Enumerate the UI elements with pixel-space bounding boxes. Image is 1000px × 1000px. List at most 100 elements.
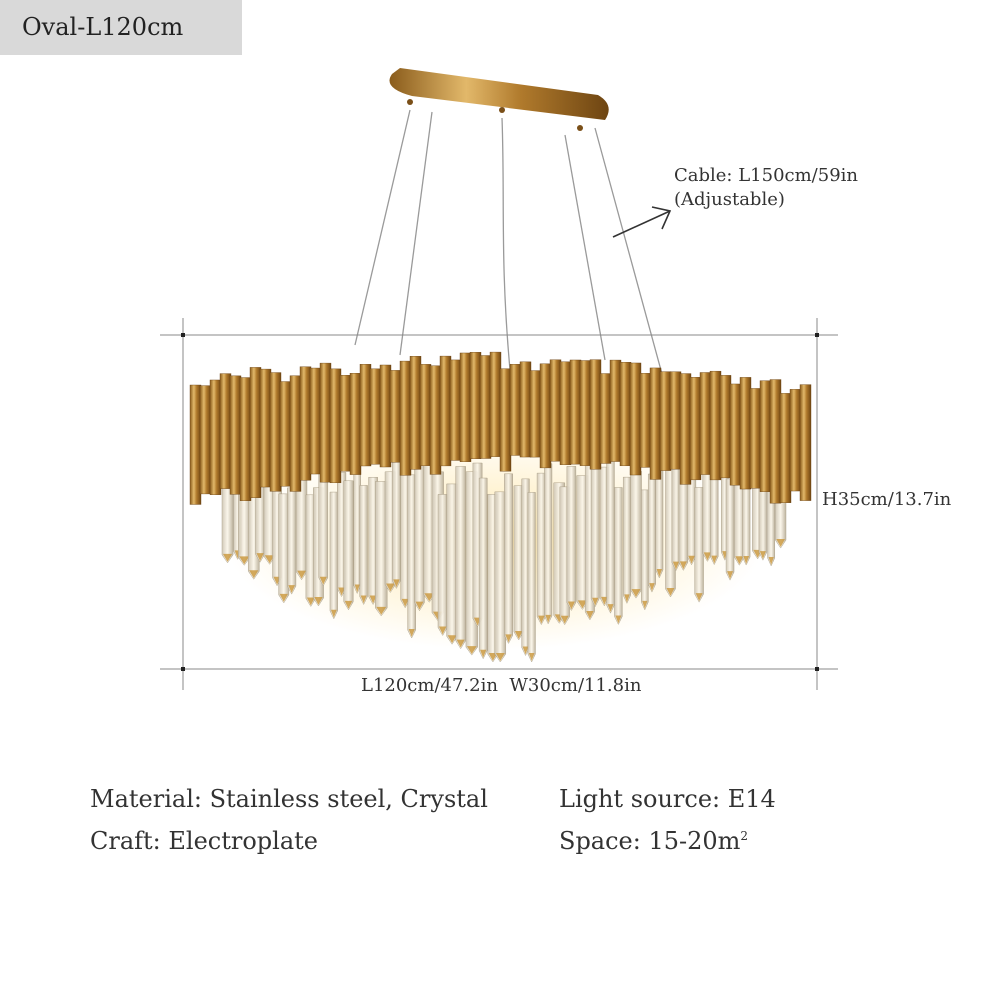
gold-slat	[749, 388, 762, 489]
gold-slat	[399, 360, 412, 476]
crystal-prism	[630, 470, 642, 599]
crystal-tip	[768, 556, 774, 565]
length-width-dimension-label: L120cm/47.2in W30cm/11.8in	[361, 675, 642, 696]
crystal-prism	[414, 454, 425, 612]
cable-length-label: Cable: L150cm/59in	[674, 165, 858, 186]
crystal-prism	[544, 463, 553, 625]
crystal-prism	[647, 473, 656, 593]
gold-slat	[669, 371, 682, 470]
crystal-prism	[527, 492, 536, 663]
crystal-prism	[614, 487, 623, 626]
crystal-prism	[494, 491, 507, 663]
light-source-spec: Light source: E14	[559, 785, 776, 813]
crystal-tip	[264, 555, 275, 564]
gold-slat	[319, 362, 332, 483]
crystal-tip	[249, 570, 259, 579]
crystal-tip	[672, 561, 680, 570]
crystal-tip	[656, 568, 663, 577]
gold-slat	[389, 370, 402, 463]
crystal-prism	[725, 478, 735, 581]
gold-slat	[519, 361, 532, 458]
crystal-tip	[545, 614, 551, 623]
crystal-tip	[607, 604, 614, 613]
crystal-tip	[688, 555, 695, 564]
crystal-tip	[401, 598, 409, 607]
crystal-tip	[456, 639, 465, 648]
gold-slat	[219, 373, 232, 489]
gold-slat	[459, 352, 472, 462]
crystal-tip	[495, 653, 505, 661]
gold-slat	[589, 359, 602, 470]
crystal-tip	[735, 556, 744, 565]
space-unit-superscript: 2	[740, 829, 749, 843]
gold-slat	[709, 370, 722, 481]
gold-slat	[329, 368, 342, 484]
gold-slat	[189, 384, 202, 505]
crystal-tip	[666, 587, 675, 596]
crystal-tip	[354, 584, 360, 593]
gold-slat	[689, 377, 702, 481]
crystal-tip	[522, 646, 529, 655]
crystal-tip	[223, 553, 233, 562]
gold-slat	[199, 385, 212, 495]
cable-arrow	[612, 206, 672, 238]
gold-slat	[279, 381, 292, 487]
crystal-tip	[711, 555, 718, 564]
gold-slat	[419, 364, 432, 466]
crystal-tip	[577, 600, 588, 609]
gold-slat	[779, 393, 792, 503]
crystal-tip	[679, 561, 687, 570]
crystal-prism	[329, 491, 338, 620]
crystal-tip	[538, 615, 545, 624]
gold-slat	[339, 375, 352, 472]
gold-slat	[449, 359, 462, 461]
crystal-tip	[727, 571, 734, 580]
gold-slat	[489, 351, 502, 457]
gold-slat	[229, 375, 242, 495]
gold-slat	[249, 367, 262, 498]
gold-band	[189, 351, 812, 505]
gold-slat	[529, 370, 542, 458]
gold-slat	[539, 363, 552, 469]
crystal-tip	[743, 556, 750, 565]
gold-slat	[499, 368, 512, 472]
crystal-prism	[640, 489, 649, 611]
cable-adjustable-label: (Adjustable)	[674, 189, 785, 210]
crystal-prism	[521, 478, 530, 657]
gold-slat	[599, 373, 612, 464]
crystal-tip	[338, 587, 345, 596]
crystal-tip	[393, 579, 400, 588]
crystal-tip	[759, 551, 766, 560]
gold-slat	[429, 365, 442, 475]
crystal-prism	[455, 466, 466, 650]
gold-slat	[439, 355, 452, 467]
crystal-tip	[514, 630, 523, 639]
crystal-tip	[586, 610, 594, 619]
gold-slat	[349, 373, 362, 475]
crystal-prism	[287, 487, 297, 595]
crystal-prism	[391, 460, 401, 589]
crystal-tip	[776, 539, 785, 548]
crystal-tip	[601, 596, 608, 605]
crystal-tip	[256, 553, 264, 562]
gold-slat	[769, 379, 782, 504]
gold-slat	[639, 373, 652, 468]
crystal-prism	[478, 477, 488, 660]
gold-slat	[299, 366, 312, 481]
gold-slat	[239, 377, 252, 501]
gold-slat	[269, 372, 282, 492]
crystal-tip	[703, 552, 712, 561]
gold-slat	[609, 359, 622, 462]
crystal-tip	[560, 615, 569, 624]
gold-slat	[729, 383, 742, 486]
dimension-lines	[160, 318, 838, 690]
crystal-tip	[314, 596, 323, 605]
crystal-prism	[694, 487, 704, 603]
gold-slat	[469, 352, 482, 459]
crystal-tip	[408, 629, 415, 638]
crystal-tip	[466, 646, 477, 655]
gold-slat	[369, 368, 382, 465]
crystal-tip	[631, 589, 641, 598]
crystal-tip	[369, 595, 377, 604]
